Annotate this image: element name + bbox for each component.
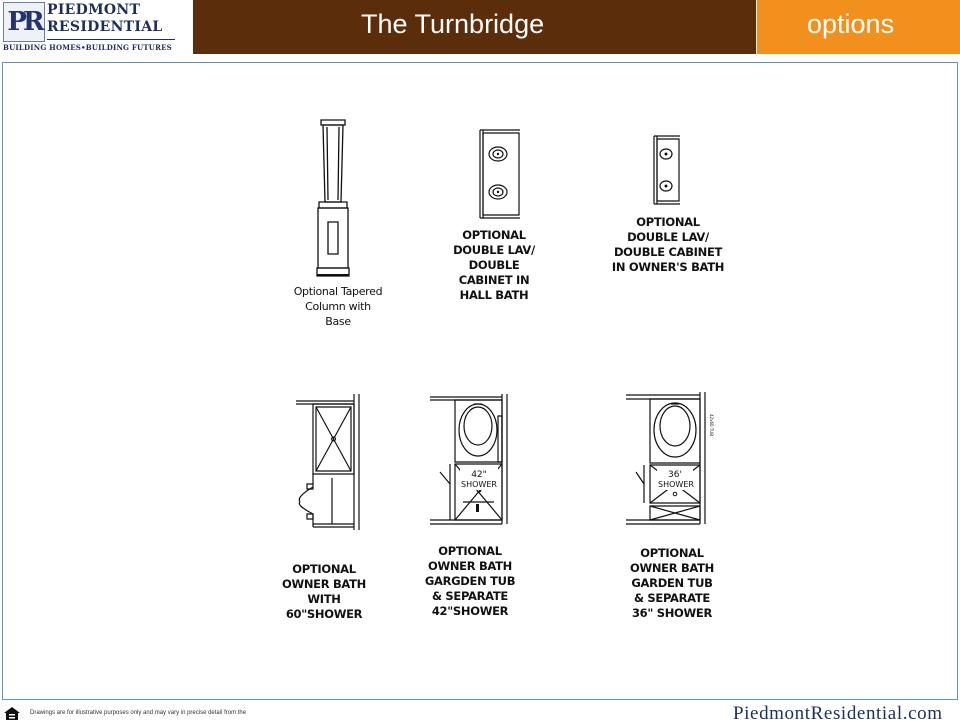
company-logo[interactable]: PR PIEDMONT RESIDENTIAL BUILDING HOMES•B… <box>0 0 188 58</box>
page-title: The Turnbridge <box>361 9 545 39</box>
logo-monogram: PR <box>3 2 45 42</box>
double-lav-hall-drawing <box>478 128 522 220</box>
tub-size-note: 42x60 TUB <box>709 414 714 436</box>
logo-name-line1: PIEDMONT <box>47 2 141 18</box>
logo-tagline: BUILDING HOMES•BUILDING FUTURES <box>3 43 172 52</box>
shower-42-word-label: SHOWER <box>461 480 497 489</box>
section-banner: options <box>757 0 960 54</box>
tapered-column-drawing <box>314 118 354 280</box>
logo-name-line2: RESIDENTIAL <box>47 19 163 35</box>
disclaimer-text: Drawings are for illustrative purposes o… <box>30 710 247 716</box>
title-banner: The Turnbridge <box>193 0 756 54</box>
shower-36-size-label: 36' <box>668 470 682 480</box>
content-frame <box>2 62 958 700</box>
double-lav-owner-drawing <box>652 134 682 206</box>
shower-42-size-label: 42" <box>471 470 487 480</box>
owner-bath-60-shower-drawing <box>294 392 366 532</box>
section-title: options <box>807 9 895 39</box>
equal-housing-icon <box>4 707 20 720</box>
website-link[interactable]: PiedmontResidential.com <box>733 703 943 724</box>
owner-bath-42-shower-drawing: 42" SHOWER <box>428 392 518 528</box>
logo-divider <box>47 39 175 40</box>
shower-36-word-label: SHOWER <box>658 480 694 489</box>
owner-bath-36-shower-drawing: 36' SHOWER 42x60 TUB <box>624 390 714 530</box>
